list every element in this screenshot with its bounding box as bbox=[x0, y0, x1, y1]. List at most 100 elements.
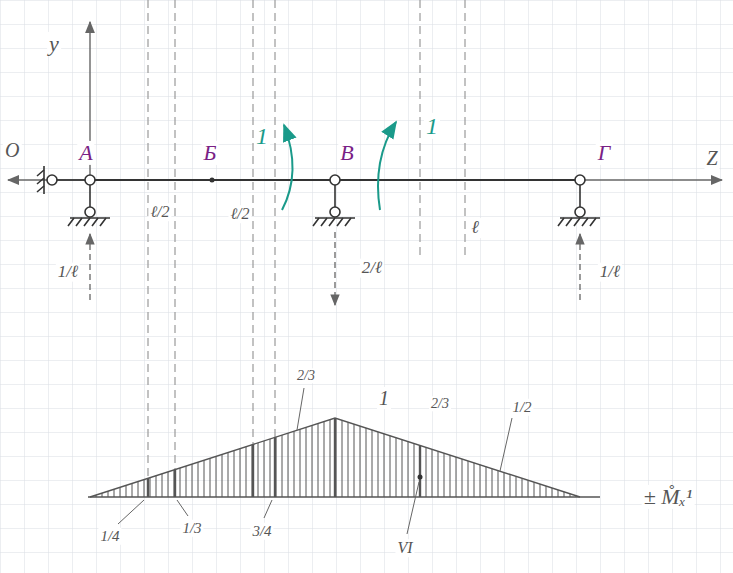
hatch-line bbox=[192, 464, 193, 497]
hatch-line bbox=[270, 439, 271, 497]
dimension-label: ℓ/2 bbox=[228, 205, 251, 223]
hatch-line bbox=[396, 438, 397, 497]
hatch-line bbox=[419, 445, 421, 497]
hatch-line bbox=[324, 422, 325, 497]
axes bbox=[8, 22, 722, 180]
moment-label: 1 bbox=[254, 123, 270, 149]
hatch-line bbox=[156, 476, 157, 497]
hatch-line bbox=[504, 472, 505, 497]
hatch-line bbox=[150, 478, 151, 497]
reaction-label: 2/ℓ bbox=[360, 259, 384, 278]
ordinate-value: 2/3 bbox=[295, 368, 317, 383]
axis-label: Z bbox=[704, 147, 719, 169]
hatch-line bbox=[318, 423, 319, 497]
hatch-line bbox=[432, 449, 433, 497]
hatch-line bbox=[258, 443, 259, 497]
dimension-label: ℓ bbox=[469, 218, 481, 238]
moment-label: 1 bbox=[424, 113, 440, 139]
reaction-arrows bbox=[90, 232, 580, 305]
hatch-line bbox=[330, 420, 331, 497]
hatch-line bbox=[468, 461, 469, 497]
reaction-label: 1/ℓ bbox=[598, 263, 622, 282]
hatch-line bbox=[210, 458, 211, 497]
hatch-line bbox=[372, 430, 373, 497]
hatch-line bbox=[288, 433, 289, 497]
hatch-line bbox=[516, 476, 517, 497]
hatch-line bbox=[246, 447, 247, 497]
ordinate-value: 1/4 bbox=[98, 528, 121, 545]
hatch-line bbox=[360, 426, 361, 497]
hatch-line bbox=[546, 486, 547, 497]
hatch-line bbox=[334, 418, 336, 497]
hatch-line bbox=[402, 440, 403, 497]
hatch-line bbox=[276, 437, 277, 497]
dimension-label: ℓ/2 bbox=[148, 203, 171, 221]
origin-label: O bbox=[3, 139, 21, 161]
hatch-line bbox=[420, 445, 421, 497]
unit-moments bbox=[282, 122, 396, 210]
hatch-line bbox=[342, 420, 343, 497]
section-number: VI bbox=[395, 539, 414, 557]
hatch-line bbox=[486, 467, 487, 497]
hatch-line bbox=[414, 443, 415, 497]
hatch-line bbox=[186, 466, 187, 497]
moment-diagram bbox=[88, 418, 600, 497]
hatch-line bbox=[198, 462, 199, 497]
hatch-line bbox=[408, 442, 409, 497]
supports bbox=[37, 166, 600, 226]
hatch-line bbox=[300, 429, 301, 497]
reaction-label: 1/ℓ bbox=[56, 263, 80, 282]
ordinate-value: 1/3 bbox=[180, 520, 203, 537]
hatch-line bbox=[444, 453, 445, 497]
ordinate-value: 1 bbox=[377, 387, 391, 409]
diagram-name: ± M̊ₓ¹ bbox=[642, 485, 695, 509]
point-label: Г bbox=[596, 141, 613, 165]
hatch-line bbox=[147, 478, 149, 497]
hatch-line bbox=[132, 483, 133, 497]
hatch-line bbox=[306, 427, 307, 497]
hatch-line bbox=[510, 474, 511, 497]
hatch-line bbox=[126, 485, 127, 497]
hatch-line bbox=[426, 447, 427, 497]
hatch-line bbox=[552, 488, 553, 497]
hatch-line bbox=[216, 456, 217, 497]
hatch-line bbox=[498, 471, 499, 497]
hatch-line bbox=[450, 455, 451, 497]
hatch-line bbox=[312, 425, 313, 497]
hatch-line bbox=[252, 445, 253, 497]
hatch-line bbox=[228, 453, 229, 497]
hatch-line bbox=[354, 424, 355, 497]
hatch-line bbox=[282, 435, 283, 497]
hatch-line bbox=[294, 431, 295, 497]
hatch-line bbox=[180, 468, 181, 497]
hatch-line bbox=[174, 470, 176, 497]
hatch-line bbox=[366, 428, 367, 497]
hatch-line bbox=[534, 482, 535, 497]
point-label: В bbox=[338, 141, 355, 165]
hatch-line bbox=[480, 465, 481, 497]
ordinate-value: 2/3 bbox=[429, 396, 451, 411]
hatch-line bbox=[474, 463, 475, 497]
hatch-line bbox=[492, 469, 493, 497]
point-label: А bbox=[77, 141, 94, 165]
section-dot bbox=[418, 475, 423, 480]
ordinate-value: 1/2 bbox=[510, 399, 533, 416]
hatch-line bbox=[162, 474, 163, 497]
hatch-line bbox=[384, 434, 385, 497]
ordinate-value: 3/4 bbox=[250, 523, 273, 540]
axis-label: y bbox=[47, 32, 61, 56]
diagram-hatching bbox=[96, 418, 576, 497]
hatch-line bbox=[378, 432, 379, 497]
leader-lines bbox=[118, 388, 512, 534]
hatch-line bbox=[114, 489, 115, 497]
hatch-line bbox=[336, 418, 337, 497]
hatch-line bbox=[264, 441, 265, 497]
hatch-line bbox=[462, 459, 463, 497]
hatch-line bbox=[348, 422, 349, 497]
hatch-line bbox=[222, 454, 223, 497]
point-label: Б bbox=[202, 141, 219, 165]
hatch-line bbox=[168, 472, 169, 497]
